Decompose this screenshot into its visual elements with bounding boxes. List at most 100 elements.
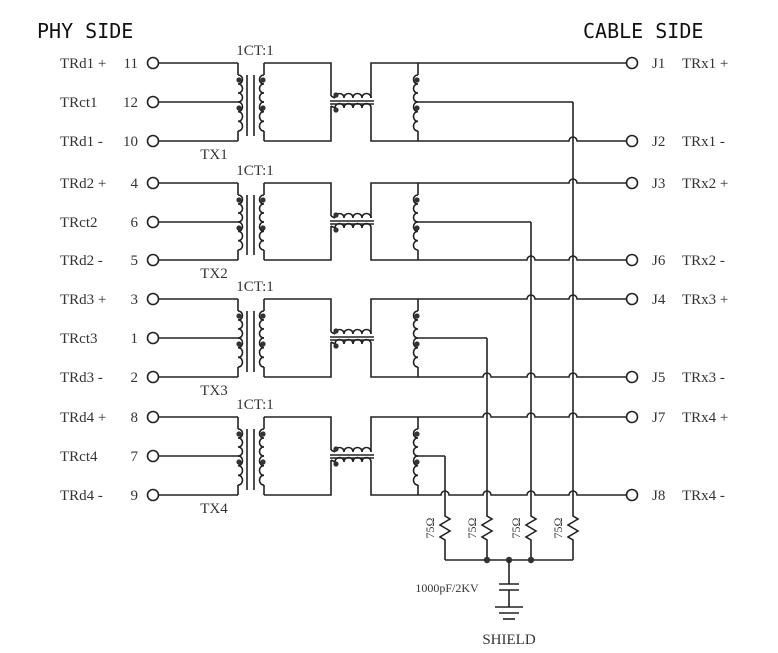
phy-pin-number: 9 (131, 488, 139, 504)
cable-wire (418, 412, 626, 418)
phy-terminal-icon (146, 176, 160, 190)
phy-pin-number: 12 (123, 95, 138, 111)
termination-coil-upper (412, 310, 419, 339)
secondary-coil-upper (258, 310, 265, 339)
termination-coil-upper (412, 74, 419, 103)
secondary-coil-upper (258, 428, 265, 457)
cable-wire (418, 372, 626, 378)
polarity-dot-icon (414, 77, 420, 83)
termination-coil-lower (412, 221, 419, 251)
termination-coil-lower (412, 455, 419, 486)
cable-terminal-icon (625, 488, 639, 502)
secondary-coil-lower (258, 455, 265, 486)
cable-signal-label: TRx2 + (682, 176, 728, 192)
cable-signal-label: TRx1 + (682, 56, 728, 72)
junction-dot-icon (527, 556, 535, 564)
phy-signal-label: TRd3 + (60, 292, 106, 308)
secondary-coil-lower (258, 221, 265, 251)
phy-signal-label: TRd1 - (60, 134, 103, 150)
choke-wire (370, 298, 418, 334)
cable-terminal-icon (625, 176, 639, 190)
choke-lead (330, 341, 336, 345)
polarity-dot-icon (236, 105, 242, 111)
cable-pin-label: J1 (652, 56, 665, 72)
choke-coil-upper (334, 92, 372, 99)
polarity-dot-icon (236, 431, 242, 437)
primary-coil-lower (237, 101, 244, 132)
cable-signal-label: TRx3 + (682, 292, 728, 308)
transformer-label: TX3 (200, 383, 228, 399)
choke-coil-upper (334, 328, 372, 335)
resistor-icon (480, 508, 494, 560)
resistor-icon (524, 508, 538, 560)
cable-pin-label: J7 (652, 410, 666, 426)
cable-terminal-icon (625, 134, 639, 148)
ratio-label: 1CT:1 (236, 163, 274, 179)
choke-wire (370, 462, 418, 496)
polarity-dot-icon (236, 313, 242, 319)
termination-coil-lower (412, 337, 419, 368)
choke-lead (330, 105, 336, 109)
polarity-dot-icon (333, 92, 339, 98)
resistor-value: 75Ω (465, 517, 479, 538)
cable-pin-label: J4 (652, 292, 666, 308)
choke-lead (330, 95, 336, 99)
polarity-dot-icon (260, 313, 266, 319)
polarity-dot-icon (333, 107, 339, 113)
resistor-value: 75Ω (423, 517, 437, 538)
phy-terminal-icon (146, 95, 160, 109)
choke-lead (330, 449, 336, 453)
secondary-wire (264, 62, 332, 96)
choke-wire (370, 416, 418, 452)
primary-coil-upper (237, 428, 244, 457)
primary-coil-lower (237, 221, 244, 251)
transformer-label: TX2 (200, 266, 228, 282)
phy-pin-number: 2 (131, 370, 139, 386)
polarity-dot-icon (260, 459, 266, 465)
cable-terminal-icon (625, 292, 639, 306)
polarity-dot-icon (414, 105, 420, 111)
polarity-dot-icon (236, 225, 242, 231)
phy-pin-number: 4 (131, 176, 139, 192)
junction-dot-icon (483, 556, 491, 564)
polarity-dot-icon (236, 459, 242, 465)
phy-pin-number: 7 (131, 449, 139, 465)
choke-coil-upper (334, 212, 372, 219)
secondary-coil-lower (258, 101, 265, 132)
polarity-dot-icon (260, 341, 266, 347)
polarity-dot-icon (414, 197, 420, 203)
cable-signal-label: TRx1 - (682, 134, 725, 150)
polarity-dot-icon (236, 341, 242, 347)
cable-terminal-icon (625, 410, 639, 424)
transformer-label: TX1 (200, 147, 228, 163)
phy-signal-label: TRct3 (60, 331, 98, 347)
primary-coil-upper (237, 310, 244, 339)
resistor-value: 75Ω (551, 517, 565, 538)
primary-coil-lower (237, 455, 244, 486)
termination-coil-lower (412, 101, 419, 132)
primary-coil-upper (237, 74, 244, 103)
choke-wire (370, 182, 418, 218)
termination-coil-upper (412, 428, 419, 457)
polarity-dot-icon (260, 77, 266, 83)
phy-pin-number: 5 (131, 253, 139, 269)
phy-terminal-icon (146, 370, 160, 384)
resistor-icon (438, 508, 452, 560)
capacitor-value: 1000pF/2KV (415, 581, 479, 595)
cable-pin-label: J8 (652, 488, 665, 504)
phy-terminal-icon (146, 292, 160, 306)
cable-signal-label: TRx4 - (682, 488, 725, 504)
phy-terminal-icon (146, 488, 160, 502)
phy-terminal-icon (146, 331, 160, 345)
phy-signal-label: TRd3 - (60, 370, 103, 386)
cable-pin-label: J5 (652, 370, 665, 386)
cable-terminal-icon (625, 370, 639, 384)
phy-terminal-icon (146, 56, 160, 70)
termination-coil-upper (412, 194, 419, 223)
ratio-label: 1CT:1 (236, 397, 274, 413)
cable-wire (418, 136, 626, 142)
choke-coil-lower (334, 456, 372, 463)
